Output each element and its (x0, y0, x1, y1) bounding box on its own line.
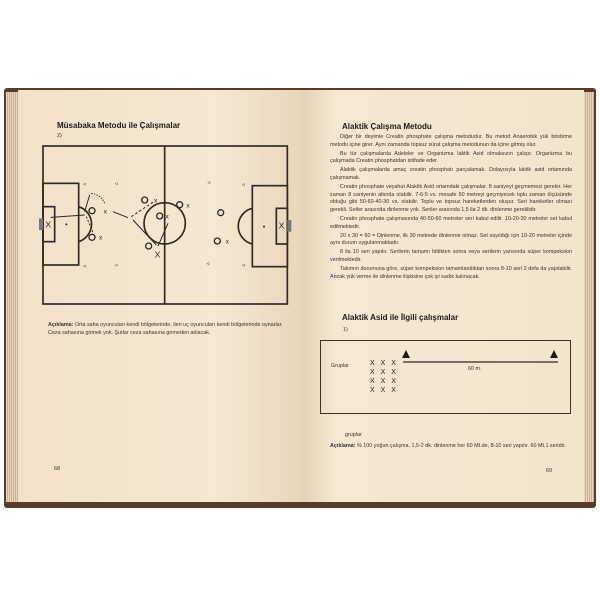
paragraph: Diğer bir deyimle Creatin phosphate çalı… (330, 134, 572, 148)
right-page-number: 69 (546, 468, 552, 474)
right-page (302, 90, 584, 502)
svg-text:x: x (104, 208, 108, 215)
left-caption: Açıklama: Orta saha oyuncuları kendi böl… (48, 322, 288, 337)
left-caption-label: Açıklama: (48, 322, 74, 328)
paragraph: Bu tür çalışmalarda Adeleler ve Organizm… (330, 150, 572, 165)
center-circle (143, 201, 187, 245)
right-page-title: Alaktik Çalışma Metodu (342, 122, 432, 131)
right-penalty-arc (237, 207, 253, 245)
right-caption: Açıklama: % 100 yoğun çalışma. 1,5-2 dk.… (330, 443, 570, 451)
right-number-label: 1) (343, 327, 348, 333)
distance-label: 60 m. (468, 366, 482, 372)
end-cone-icon (550, 350, 558, 358)
distance-line (402, 350, 558, 363)
left-page (18, 90, 302, 502)
paragraph: 20 x 30 = 60 = Dinlenme, ilk 30 metrede … (330, 232, 572, 247)
group-row: X X X (370, 360, 398, 367)
players-o (88, 196, 225, 250)
svg-text:X: X (279, 221, 285, 231)
group-row: X X X (370, 369, 398, 376)
paragraph: Creatin phosphate çalışmasında 40-50-60 … (330, 215, 572, 230)
movement-arrows (50, 192, 169, 247)
player-groups: X X X X X X X X X X X X (370, 359, 398, 395)
svg-text:x: x (186, 202, 190, 209)
svg-text:◃: ◃ (115, 181, 118, 187)
left-number-label: 2) (57, 133, 62, 139)
svg-text:◃: ◃ (242, 263, 245, 269)
svg-text:◃: ◃ (115, 263, 118, 269)
svg-text:X: X (45, 219, 51, 229)
group-row: X X X (370, 387, 398, 394)
right-page-subtitle: Alaktik Asid ile İlgili çalışmalar (342, 313, 459, 322)
paragraph: 8 ila 10 seri yapılır. Serilerin tamamı … (330, 249, 572, 263)
svg-text:X: X (155, 249, 161, 259)
right-body-text: Diğer bir deyimle Creatin phosphate çalı… (330, 134, 572, 283)
left-page-title: Müsabaka Metodu ile Çalışmalar (57, 121, 181, 130)
left-page-number: 68 (54, 466, 60, 472)
svg-text:x: x (165, 214, 169, 221)
svg-text:◃: ◃ (207, 180, 210, 186)
paragraph: Creatin phosphate veyahut Alaktik Asid o… (330, 184, 572, 213)
left-caption-text: Orta saha oyuncuları kendi bölgelerinde,… (48, 322, 283, 336)
svg-text:◃: ◃ (206, 261, 209, 267)
svg-text:◃: ◃ (83, 182, 86, 188)
group-row: X X X (370, 378, 398, 385)
right-caption-text: % 100 yoğun çalışma. 1,5-2 dk. dinlenme … (356, 443, 566, 449)
svg-text:x: x (226, 239, 230, 246)
right-caption-label: Açıklama: (330, 443, 356, 449)
left-penalty-arc (78, 205, 93, 243)
cones: ◃ ◃ ◃ ◃ ◃ ◃ ◃ ◃ (83, 180, 245, 269)
svg-text:x: x (154, 197, 158, 204)
start-cone-icon (402, 350, 410, 358)
svg-text:◃: ◃ (83, 263, 86, 269)
svg-text:x: x (99, 235, 103, 242)
group-label: Gruplar (331, 363, 349, 369)
sprint-diagram-box (320, 340, 571, 414)
paragraph: Alaktik çalışmalarda amaç creatin phosph… (330, 167, 572, 181)
svg-text:◃: ◃ (242, 182, 245, 188)
paragraph: Takımın durumuna göre, süper kompeksion … (330, 266, 572, 280)
page-edges-left (6, 92, 20, 502)
below-label: gruplar (345, 432, 362, 438)
page-edges-right (582, 92, 594, 502)
